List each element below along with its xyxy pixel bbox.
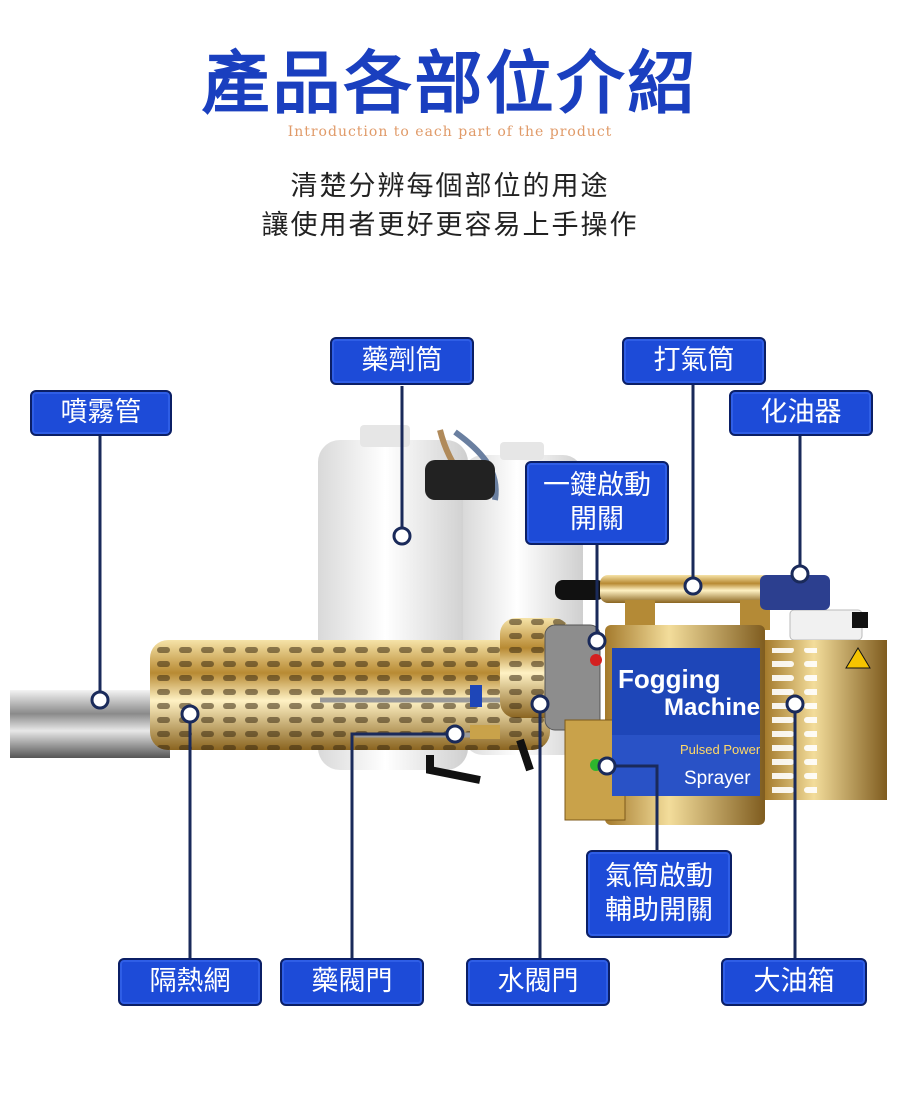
heat-shield-graphic bbox=[150, 618, 570, 750]
label-heat-shield: 隔熱網 bbox=[118, 958, 262, 1006]
start-switch-graphic bbox=[590, 654, 602, 666]
dot-heat-shield bbox=[180, 704, 200, 724]
dot-medicine-tank bbox=[392, 526, 412, 546]
page-title: 產品各部位介紹 bbox=[201, 45, 699, 124]
panel-sub-label: Pulsed Power bbox=[680, 742, 761, 757]
label-medicine-valve: 藥閥門 bbox=[280, 958, 424, 1006]
hoses bbox=[425, 429, 499, 501]
dot-aux-start bbox=[597, 756, 617, 776]
panel-brand-line-1: Fogging bbox=[618, 664, 721, 694]
fuel-tank-graphic bbox=[765, 609, 887, 800]
page-subtitle-en: Introduction to each part of the product bbox=[287, 124, 613, 140]
connector-lines bbox=[98, 385, 802, 958]
dot-one-key-start bbox=[587, 631, 607, 651]
carburetor-graphic bbox=[760, 575, 830, 610]
medicine-valve-graphic bbox=[470, 685, 482, 707]
connector-dots bbox=[90, 526, 810, 776]
panel-sprayer: Sprayer bbox=[684, 768, 751, 789]
label-medicine-tank: 藥劑筒 bbox=[330, 337, 474, 385]
label-water-valve: 水閥門 bbox=[466, 958, 610, 1006]
description-line-1: 清楚分辨每個部位的用途 bbox=[290, 171, 610, 202]
label-fuel-tank: 大油箱 bbox=[721, 958, 867, 1006]
label-aux-start: 氣筒啟動 輔助開關 bbox=[586, 850, 732, 938]
dot-pump bbox=[683, 576, 703, 596]
label-pump: 打氣筒 bbox=[622, 337, 766, 385]
dot-fuel-tank bbox=[785, 694, 805, 714]
panel-brand-line-2: Machine bbox=[664, 694, 760, 721]
label-spray-pipe: 噴霧管 bbox=[30, 390, 172, 436]
dot-medicine-valve bbox=[445, 724, 465, 744]
label-one-key-start: 一鍵啟動 開關 bbox=[525, 461, 669, 545]
dot-carburetor bbox=[790, 564, 810, 584]
dot-water-valve bbox=[530, 694, 550, 714]
nozzle-pipe bbox=[10, 690, 170, 758]
dot-spray-pipe bbox=[90, 690, 110, 710]
label-carburetor: 化油器 bbox=[729, 390, 873, 436]
description-line-2: 讓使用者更好更容易上手操作 bbox=[261, 210, 639, 241]
